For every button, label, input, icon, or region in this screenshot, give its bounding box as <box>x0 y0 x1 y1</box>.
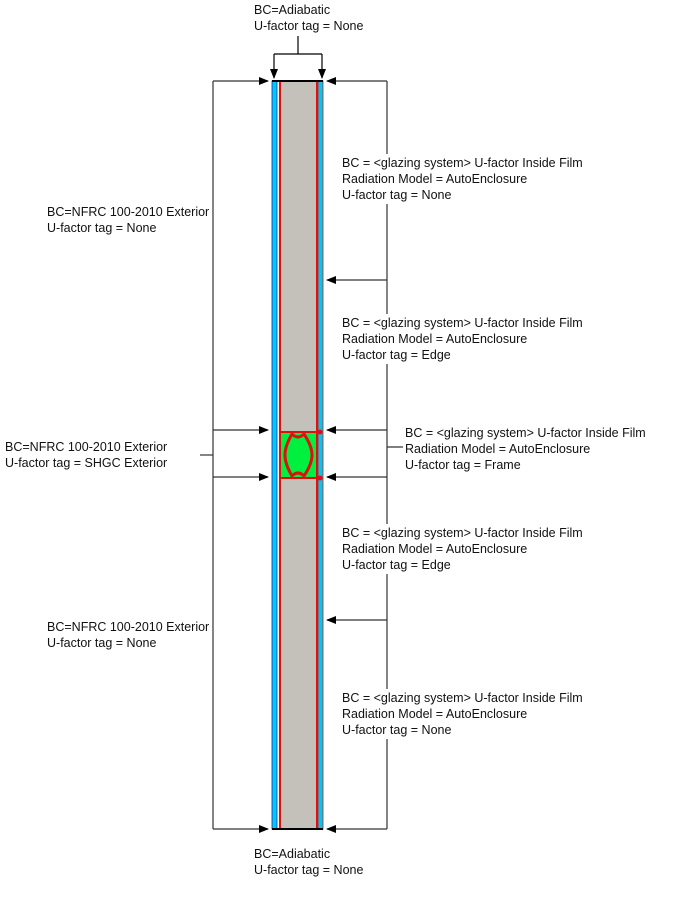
spacer-frame <box>279 429 323 481</box>
label-line: BC=Adiabatic <box>254 847 331 861</box>
label-left-lower: BC=NFRC 100-2010 Exterior U-factor tag =… <box>45 618 212 652</box>
label-line: BC=NFRC 100-2010 Exterior <box>47 205 210 219</box>
label-line: U-factor tag = Edge <box>342 558 451 572</box>
label-line: U-factor tag = None <box>47 636 157 650</box>
label-line: U-factor tag = None <box>254 19 364 33</box>
label-line: BC = <glazing system> U-factor Inside Fi… <box>342 156 583 170</box>
label-line: U-factor tag = Edge <box>342 348 451 362</box>
label-line: U-factor tag = None <box>254 863 364 877</box>
label-line: U-factor tag = None <box>47 221 157 235</box>
label-line: BC = <glazing system> U-factor Inside Fi… <box>342 526 583 540</box>
label-right-2: BC = <glazing system> U-factor Inside Fi… <box>340 314 585 364</box>
label-right-frame: BC = <glazing system> U-factor Inside Fi… <box>403 424 648 474</box>
label-line: Radiation Model = AutoEnclosure <box>405 442 591 456</box>
label-line: BC = <glazing system> U-factor Inside Fi… <box>405 426 646 440</box>
label-line: BC=Adiabatic <box>254 3 331 17</box>
glazing-cross-section <box>271 80 324 830</box>
label-line: BC=NFRC 100-2010 Exterior <box>47 620 210 634</box>
label-line: Radiation Model = AutoEnclosure <box>342 172 528 186</box>
label-right-4: BC = <glazing system> U-factor Inside Fi… <box>340 524 585 574</box>
label-line: Radiation Model = AutoEnclosure <box>342 707 528 721</box>
label-left-middle: BC=NFRC 100-2010 Exterior U-factor tag =… <box>3 438 170 472</box>
label-line: U-factor tag = None <box>342 723 452 737</box>
label-line: Radiation Model = AutoEnclosure <box>342 332 528 346</box>
label-line: BC = <glazing system> U-factor Inside Fi… <box>342 316 583 330</box>
label-line: BC = <glazing system> U-factor Inside Fi… <box>342 691 583 705</box>
left-leaders <box>200 77 269 833</box>
top-bracket <box>270 36 326 79</box>
label-line: U-factor tag = Frame <box>405 458 521 472</box>
label-top-adiabatic: BC=Adiabatic U-factor tag = None <box>252 1 366 35</box>
label-bottom-adiabatic: BC=Adiabatic U-factor tag = None <box>252 845 366 879</box>
label-right-1: BC = <glazing system> U-factor Inside Fi… <box>340 154 585 204</box>
label-right-5: BC = <glazing system> U-factor Inside Fi… <box>340 689 585 739</box>
label-line: U-factor tag = None <box>342 188 452 202</box>
label-line: BC=NFRC 100-2010 Exterior <box>5 440 168 454</box>
label-line: U-factor tag = SHGC Exterior <box>5 456 168 470</box>
label-line: Radiation Model = AutoEnclosure <box>342 542 528 556</box>
label-left-upper: BC=NFRC 100-2010 Exterior U-factor tag =… <box>45 203 212 237</box>
